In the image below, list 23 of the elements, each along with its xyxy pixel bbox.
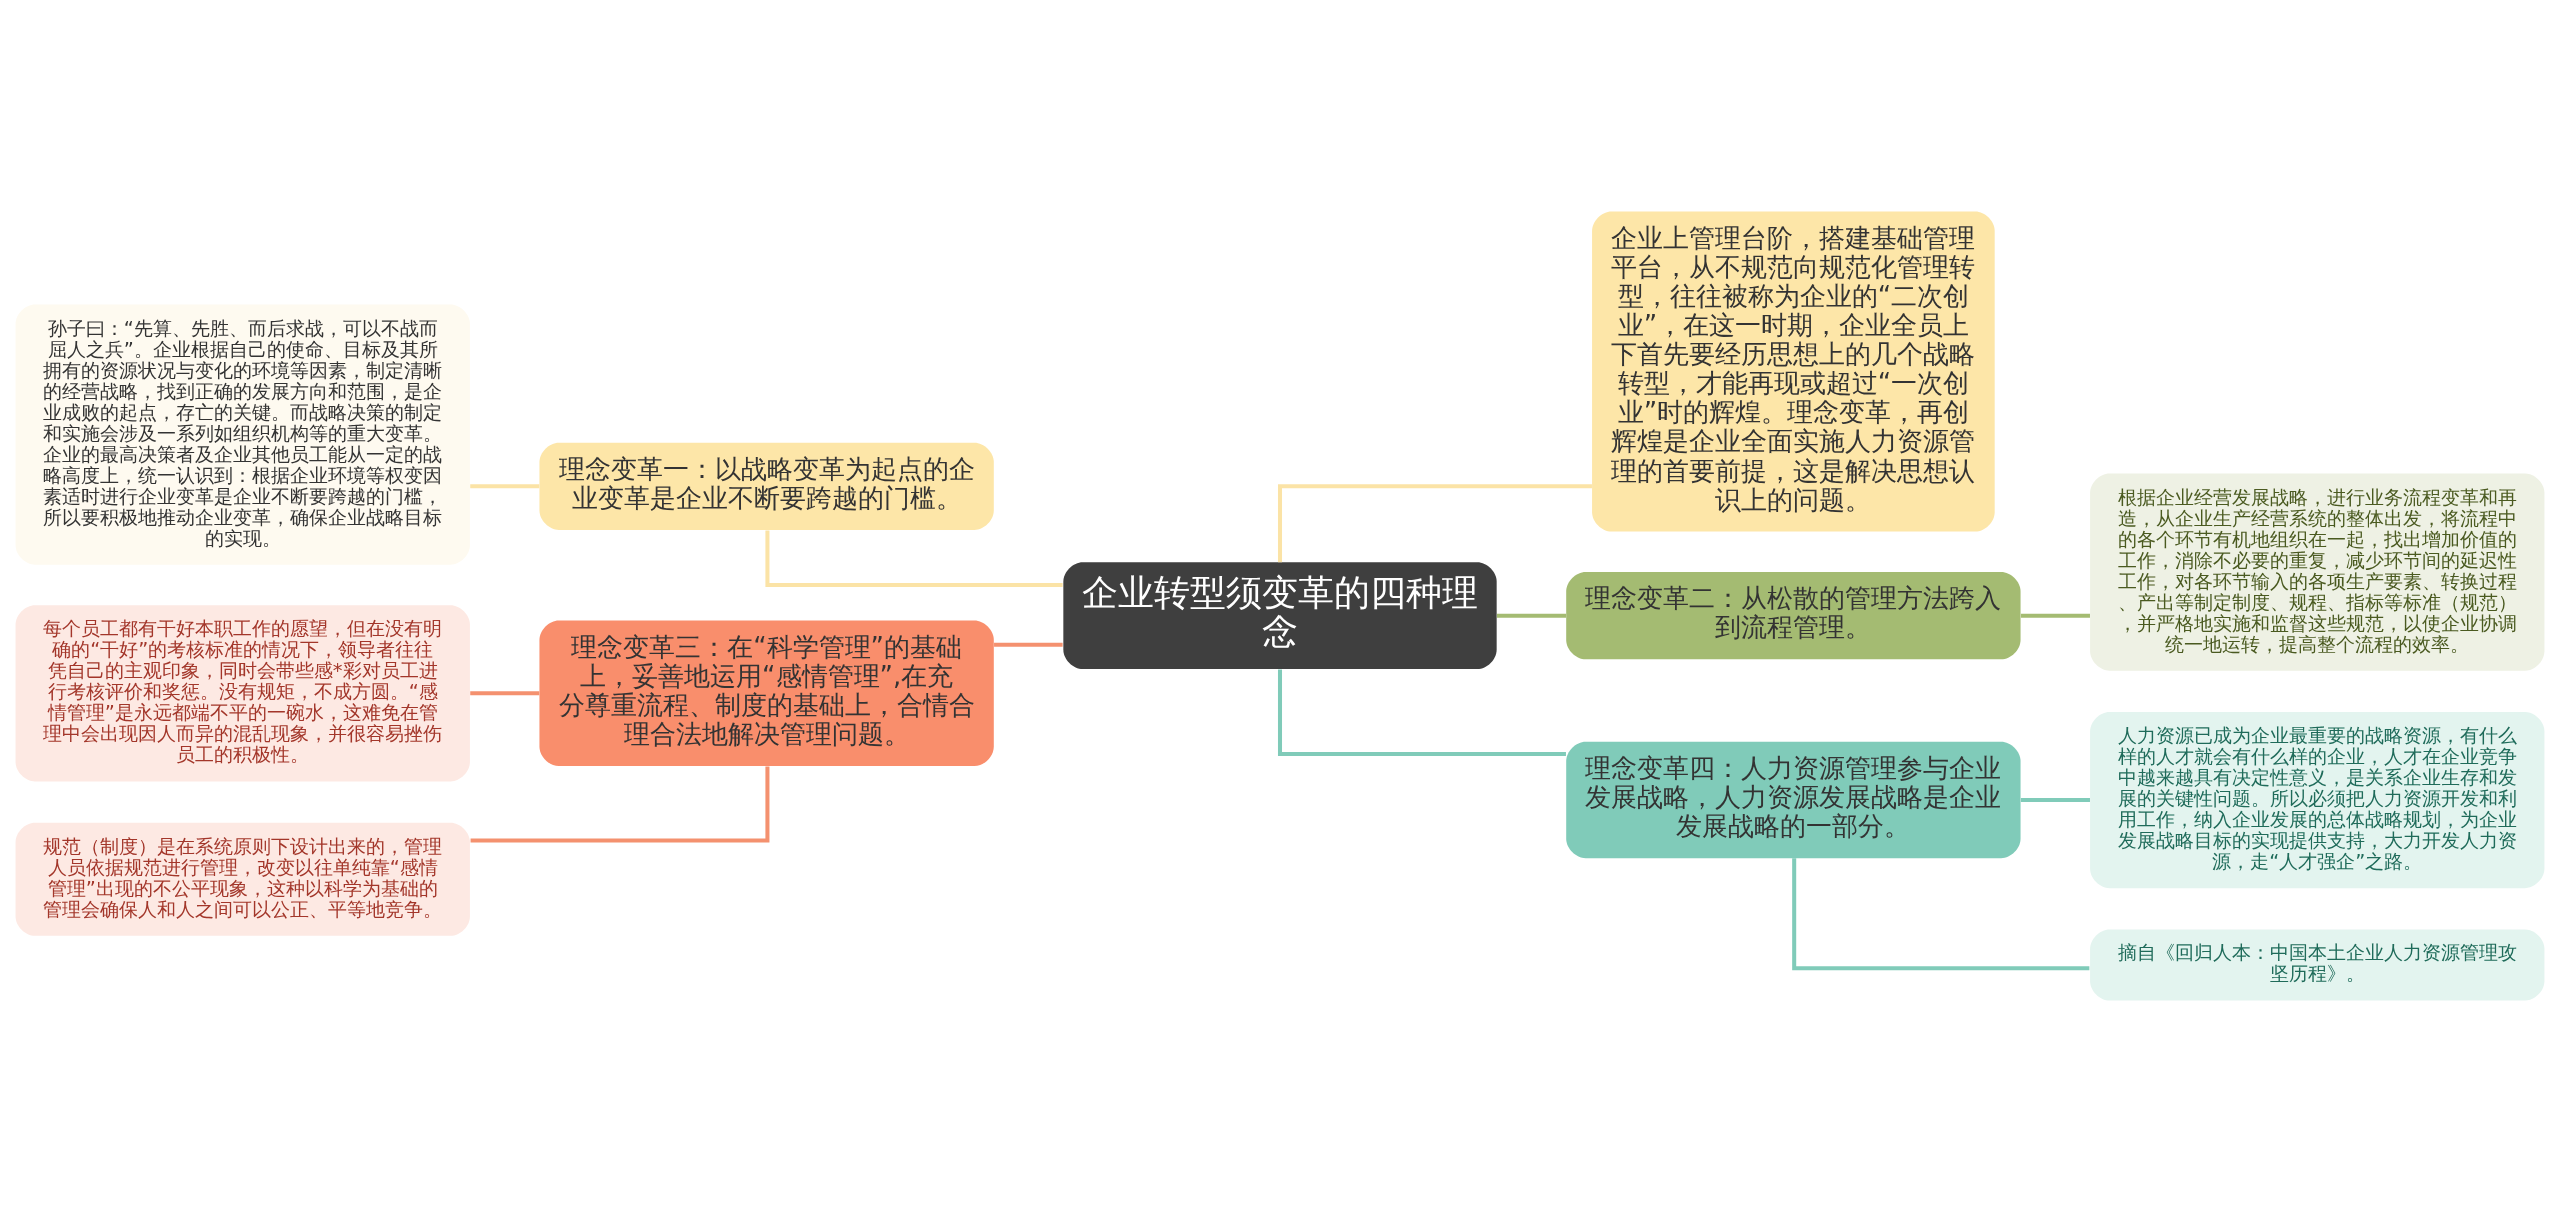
node-box: 摘自《回归人本：中国本土企业人力资源管理攻坚历程》。 <box>2090 928 2545 1001</box>
connector <box>2020 613 2090 618</box>
connector <box>994 642 1063 647</box>
node-box: 理念变革四：人力资源管理参与企业发展战略，人力资源发展战略是企业发展战略的一部分。 <box>1566 741 2021 858</box>
node-box: 企业转型须变革的四种理念 <box>1063 561 1497 669</box>
node-box: 理念变革三：在“科学管理”的基础上，妥善地运用“感情管理”,在充分尊重流程、制度的基础上，合情合理合法地解决管理问题。 <box>539 620 994 766</box>
connector <box>1278 483 1592 562</box>
connector <box>470 483 540 488</box>
connector <box>2020 797 2090 802</box>
node-box: 人力资源已成为企业最重要的战略资源，有什么样的人才就会有什么样的企业，人才在企业竞争中越来越具有决定性意义，是关系企业生存和发展的关键性问题。所以必须把人力资源开发和利用工作，纳入企业发展的总体战略规划，为企业发展战略目标的实现提供支持，大力开发人力资源，走“人才强企”之路。 <box>2090 711 2545 888</box>
node-box: 企业上管理台阶，搭建基础管理平台，从不规范向规范化管理转型，往往被称为企业的“二次创业”，在这一时期，企业全员上下首先要经历思想上的几个战略转型，才能再现或超过“一次创业”时的辉煌。理念变革，再创辉煌是企业全面实施人力资源管理的首要前提，这是解决思想认识上的问题。 <box>1592 210 1995 532</box>
connector <box>765 529 1063 587</box>
node-box: 孙子曰：“先算、先胜、而后求战，可以不战而屈人之兵”。企业根据自己的使命、目标及其所拥有的资源状况与变化的环境等因素，制定清晰的经营战略，找到正确的发展方向和范围，是企业成败的起点，存亡的关键。而战略决策的制定和实施会涉及一系列如组织机构等的重大变革。企业的最高决策者及企业其他员工能从一定的战略高度上，统一认识到：根据企业环境等权变因素适时进行企业变革是企业不断要跨越的门槛，所以要积极地推动企业变革，确保企业战略目标的实现。 <box>15 303 470 565</box>
connector <box>1497 613 1567 618</box>
node-box: 理念变革二：从松散的管理方法跨入到流程管理。 <box>1566 571 2021 659</box>
node-box: 规范（制度）是在系统原则下设计出来的，管理人员依据规范进行管理，改变以往单纯靠“感情管理”出现的不公平现象，这种以科学为基础的管理会确保人和人之间可以公正、平等地竞争。 <box>15 822 470 936</box>
node-box: 理念变革一：以战略变革为起点的企业变革是企业不断要跨越的门槛。 <box>539 442 994 530</box>
connector <box>470 765 770 842</box>
connector <box>1792 857 2090 970</box>
node-box: 每个员工都有干好本职工作的愿望，但在没有明确的“干好”的考核标准的情况下，领导者往往凭自己的主观印象，同时会带些感*彩对员工进行考核评价和奖惩。没有规矩，不成方圆。“感情管理”是永远都端不平的一碗水，这难免在管理中会出现因人而异的混乱现象，并很容易挫伤员工的积极性。 <box>15 604 470 781</box>
connector <box>1278 669 1566 756</box>
connector <box>470 690 540 695</box>
node-box: 根据企业经营发展战略，进行业务流程变革和再造，从企业生产经营系统的整体出发，将流程中的各个环节有机地组织在一起，找出增加价值的工作，消除不必要的重复，减少环节间的延迟性工作，对各环节输入的各项生产要素、转换过程、产出等制定制度、规程、指标等标准（规范），并严格地实施和监督这些规范，以使企业协调统一地运转，提高整个流程的效率。 <box>2090 472 2545 671</box>
